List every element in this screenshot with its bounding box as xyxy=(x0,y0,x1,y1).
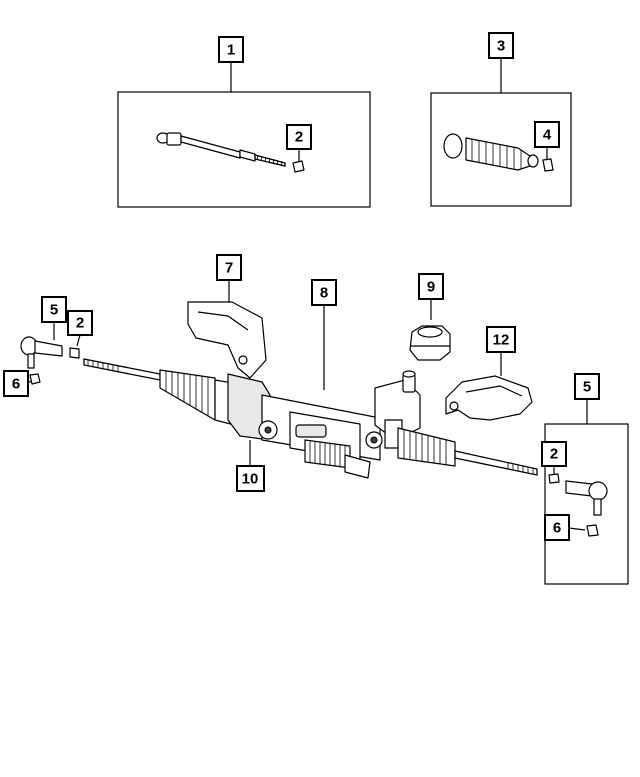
callout-5-left-label: 5 xyxy=(50,302,58,319)
callout-4[interactable]: 4 xyxy=(534,121,560,148)
callout-7-label: 7 xyxy=(225,260,233,277)
heat-shield-right[interactable] xyxy=(445,375,533,421)
callout-12[interactable]: 12 xyxy=(486,326,516,353)
jam-nut-right[interactable] xyxy=(548,473,560,484)
leader-6-left xyxy=(27,380,32,384)
boot-clamp[interactable] xyxy=(443,133,463,159)
callout-5-right[interactable]: 5 xyxy=(574,373,600,400)
right-inner-rod xyxy=(454,450,538,476)
rack-housing[interactable] xyxy=(214,373,383,479)
callout-4-label: 4 xyxy=(543,127,552,144)
right-rack-boot[interactable] xyxy=(397,427,456,467)
boot-kit-group: 3 4 xyxy=(430,32,572,207)
callout-2-right[interactable]: 2 xyxy=(541,441,567,467)
callout-6-left[interactable]: 6 xyxy=(3,370,29,397)
right-tie-rod-end-group: 5 2 6 xyxy=(541,373,629,585)
callout-9[interactable]: 9 xyxy=(418,273,444,300)
left-rack-boot[interactable] xyxy=(159,369,216,421)
boot-clamp-small[interactable] xyxy=(542,158,554,172)
callout-3[interactable]: 3 xyxy=(488,32,514,59)
outer-tie-rod-end-right[interactable] xyxy=(565,480,608,516)
callout-10-label: 10 xyxy=(242,471,259,488)
outer-tie-rod-end-left[interactable] xyxy=(20,336,63,369)
callout-1[interactable]: 1 xyxy=(218,36,244,63)
castle-nut-left[interactable] xyxy=(29,373,41,385)
callout-8-label: 8 xyxy=(320,285,328,302)
castle-nut-right[interactable] xyxy=(586,524,599,537)
callout-2-top-label: 2 xyxy=(295,129,303,146)
callout-3-label: 3 xyxy=(497,38,505,55)
callout-6-right-label: 6 xyxy=(553,520,561,537)
callout-10[interactable]: 10 xyxy=(236,465,265,492)
callout-6-right[interactable]: 6 xyxy=(544,514,570,541)
callout-1-label: 1 xyxy=(227,42,235,59)
callout-5-left[interactable]: 5 xyxy=(41,296,67,323)
left-inner-rod xyxy=(83,358,161,381)
callout-7[interactable]: 7 xyxy=(216,254,242,281)
callout-5-right-label: 5 xyxy=(583,379,591,396)
jam-nut-left[interactable] xyxy=(69,347,80,359)
jam-nut-top[interactable] xyxy=(292,160,305,173)
callout-6-left-label: 6 xyxy=(12,376,20,393)
inner-tie-rod[interactable] xyxy=(156,132,286,167)
callout-8[interactable]: 8 xyxy=(311,279,337,306)
heat-shield-left[interactable] xyxy=(187,301,267,379)
inner-tie-rod-group: 2 1 xyxy=(117,36,371,208)
callout-2-left[interactable]: 2 xyxy=(67,310,93,336)
callout-12-label: 12 xyxy=(493,332,510,349)
callout-2-left-label: 2 xyxy=(76,315,84,332)
callout-9-label: 9 xyxy=(427,279,435,296)
leader-6-right xyxy=(568,527,586,531)
callout-2-right-label: 2 xyxy=(550,446,558,463)
leader-2-left xyxy=(76,334,81,347)
pinion-cap[interactable] xyxy=(409,325,451,361)
inner-tie-rod-frame xyxy=(117,91,371,208)
callout-2-top[interactable]: 2 xyxy=(286,124,312,150)
left-tie-rod-end-group: 5 2 6 xyxy=(3,296,93,397)
rack-boot[interactable] xyxy=(465,137,539,171)
